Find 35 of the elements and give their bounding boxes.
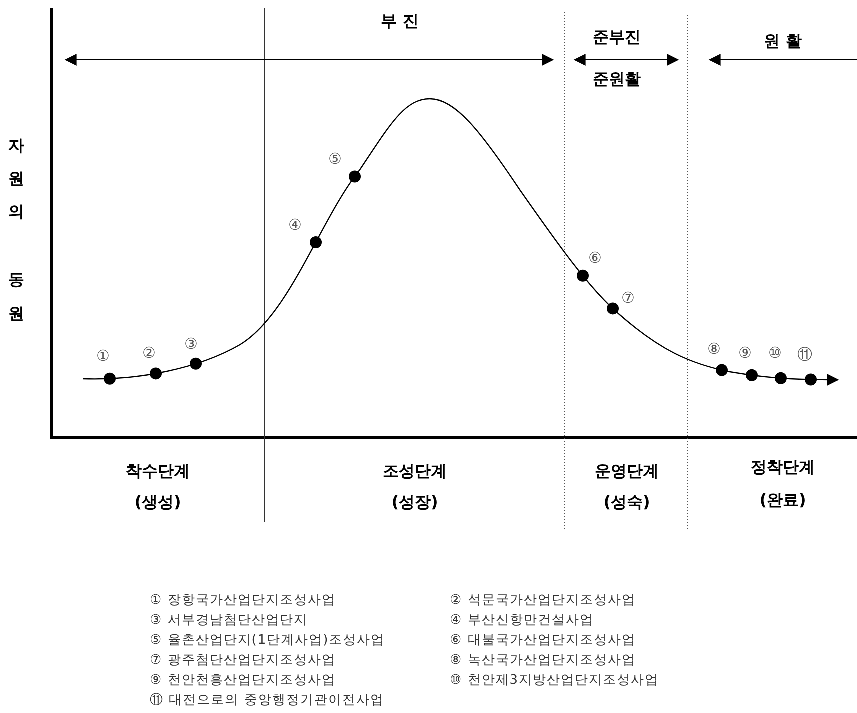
project-note: ③ 서부경남첨단산업단지: [150, 612, 308, 629]
phase-label: (완료): [760, 490, 806, 512]
project-note: ④ 부산신항만건설사업: [450, 612, 594, 629]
project-note: ② 석문국가산업단지조성사업: [450, 592, 636, 609]
project-note: ⑥ 대불국가산업단지조성사업: [450, 632, 636, 649]
region-label: 원 활: [764, 32, 802, 52]
project-note: ⑩ 천안제3지방산업단지조성사업: [450, 672, 660, 689]
point-number: ⑦: [622, 289, 634, 307]
project-note: ⑦ 광주첨단산업단지조성사업: [150, 652, 336, 669]
project-note: ⑤ 율촌산업단지(1단계사업)조성사업: [150, 632, 386, 649]
phase-label: (성장): [392, 492, 438, 514]
point-number: ①: [96, 347, 110, 365]
project-note: ① 장항국가산업단지조성사업: [150, 592, 336, 609]
phase-label: 정착단계: [751, 458, 815, 478]
region-label: 준부진: [593, 28, 641, 48]
phase-label: 조성단계: [383, 462, 447, 482]
point-number: ⑪: [798, 346, 812, 364]
axis-label: 자원의 동원: [6, 126, 26, 327]
point-number: ④: [288, 216, 302, 234]
phase-label: (생성): [134, 492, 182, 514]
project-note: ⑧ 녹산국가산업단지조성사업: [450, 652, 636, 669]
point-number: ⑧: [708, 340, 720, 358]
point-number: ⑨: [738, 344, 752, 362]
point-number: ②: [142, 344, 156, 362]
point-number: ⑤: [328, 150, 342, 168]
project-note: ⑨ 천안천흥산업단지조성사업: [150, 672, 336, 689]
region-label: 준원활: [593, 70, 641, 90]
phase-label: (성숙): [604, 492, 650, 514]
point-number: ⑩: [768, 344, 782, 362]
point-number: ⑥: [588, 249, 602, 267]
phase-label: 착수단계: [126, 462, 190, 482]
project-note: ⑪ 대전으로의 중앙행정기관이전사업: [150, 692, 384, 709]
phase-label: 운영단계: [595, 462, 659, 482]
point-number: ③: [184, 335, 198, 353]
region-label: 부 진: [381, 12, 419, 32]
